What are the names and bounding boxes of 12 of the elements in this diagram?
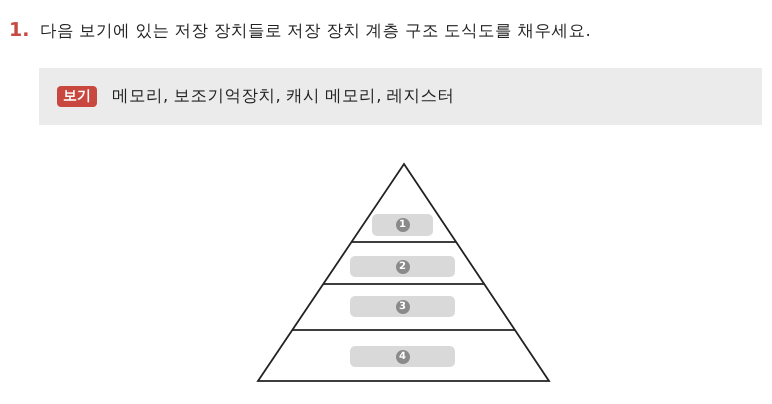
- question-number: 1.: [9, 19, 30, 41]
- callout-number: 4: [396, 350, 410, 364]
- answer-box: [372, 214, 433, 236]
- callout-number: 3: [396, 300, 410, 314]
- answer-box: [350, 256, 455, 277]
- callout-number: 1: [396, 218, 410, 232]
- answer-box: [350, 296, 455, 317]
- question-text: 다음 보기에 있는 저장 장치들로 저장 장치 계층 구조 도식도를 채우세요.: [40, 20, 591, 42]
- example-badge: 보기: [57, 86, 97, 107]
- example-text: 메모리, 보조기억장치, 캐시 메모리, 레지스터: [112, 85, 455, 107]
- callout-number: 2: [396, 260, 410, 274]
- answer-box: [350, 346, 455, 367]
